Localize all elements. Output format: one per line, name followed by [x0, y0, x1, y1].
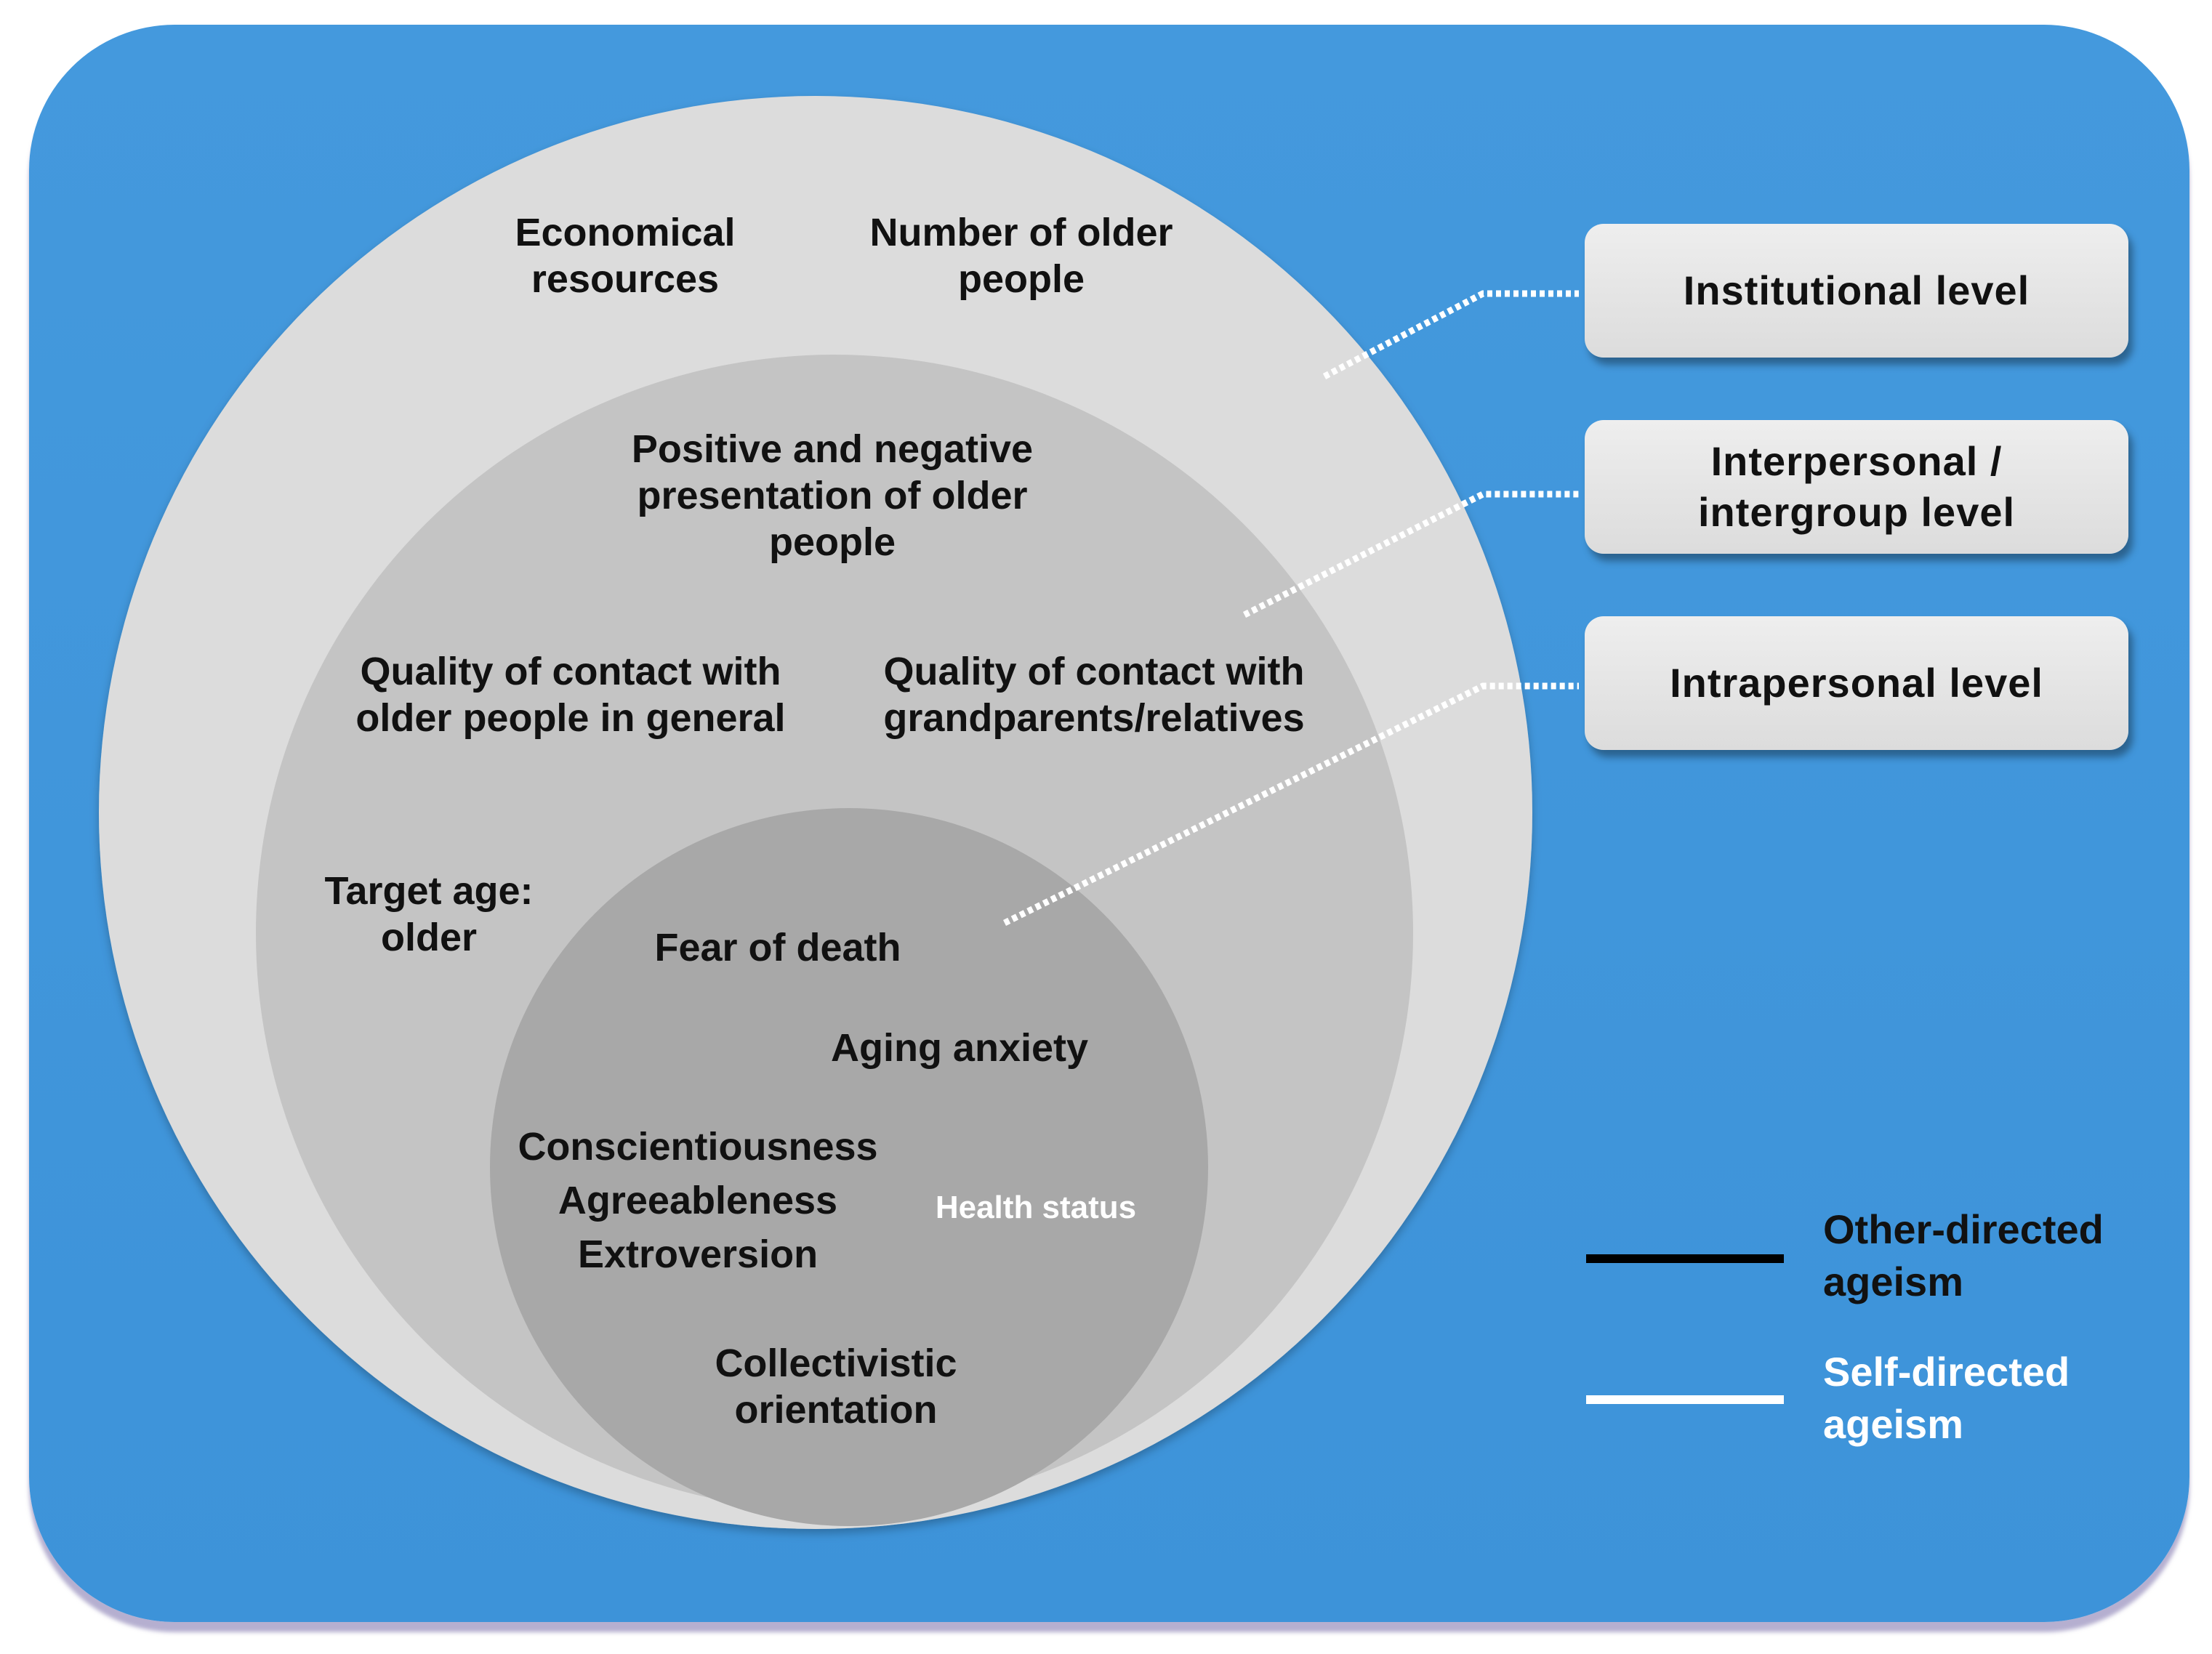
contact-relatives-line1: Quality of contact with	[883, 650, 1305, 693]
collectivistic-line1: Collectivistic	[715, 1342, 957, 1385]
target-age-line2: older	[380, 916, 478, 959]
target-age-label: Target age: older	[305, 868, 552, 961]
intrapersonal-level-label: Intrapersonal level	[1670, 660, 2043, 706]
other-directed-line	[1586, 1254, 1784, 1263]
other-directed-line1: Other-directed	[1823, 1206, 2104, 1252]
economical-line1: Economical	[515, 211, 736, 254]
economical-resources-label: Economical resources	[472, 209, 778, 302]
number-line1: Number of older	[869, 211, 1173, 254]
interpersonal-label-line2: intergroup level	[1697, 489, 2016, 535]
collectivistic-line2: orientation	[734, 1388, 938, 1432]
extroversion-label: Extroversion	[577, 1233, 819, 1276]
institutional-level-label: Institutional level	[1683, 267, 2030, 313]
intrapersonal-level-box: Intrapersonal level	[1585, 616, 2128, 750]
health-status-label: Health status	[935, 1190, 1137, 1225]
conscientiousness-label: Conscientiousness	[518, 1125, 878, 1169]
target-age-line1: Target age:	[324, 869, 534, 913]
number-older-people-label: Number of older people	[836, 209, 1207, 302]
aging-anxiety-label: Aging anxiety	[830, 1026, 1089, 1070]
intrapersonal-circle	[490, 808, 1208, 1526]
intrapersonal-connector	[1003, 682, 1579, 927]
presentation-label: Positive and negative presentation of ol…	[596, 426, 1069, 565]
other-directed-label: Other-directed ageism	[1823, 1203, 2104, 1308]
self-directed-line1: Self-directed	[1823, 1349, 2070, 1395]
presentation-line1: Positive and negative	[631, 427, 1034, 471]
interpersonal-level-label: Interpersonal / intergroup level	[1698, 436, 2015, 538]
contact-relatives-line2: grandparents/relatives	[883, 696, 1305, 740]
contact-general-line1: Quality of contact with	[360, 650, 781, 693]
institutional-level-box: Institutional level	[1585, 224, 2128, 358]
fear-of-death-label: Fear of death	[654, 926, 901, 969]
presentation-line3: people	[768, 520, 896, 564]
self-directed-label: Self-directed ageism	[1823, 1346, 2070, 1451]
interpersonal-label-line1: Interpersonal /	[1710, 438, 2003, 484]
other-directed-line2: ageism	[1823, 1259, 1963, 1304]
interpersonal-connector	[1242, 491, 1579, 618]
self-directed-line2: ageism	[1823, 1401, 1963, 1447]
institutional-connector	[1322, 290, 1579, 379]
presentation-line2: presentation of older	[637, 474, 1028, 517]
contact-general-line2: older people in general	[355, 696, 786, 740]
interpersonal-level-box: Interpersonal / intergroup level	[1585, 420, 2128, 554]
contact-relatives-label: Quality of contact with grandparents/rel…	[843, 648, 1345, 741]
contact-general-label: Quality of contact with older people in …	[320, 648, 821, 741]
economical-line2: resources	[531, 257, 720, 301]
agreeableness-label: Agreeableness	[558, 1179, 838, 1222]
collectivistic-orientation-label: Collectivistic orientation	[676, 1340, 996, 1433]
number-line2: people	[957, 257, 1085, 301]
self-directed-line	[1586, 1395, 1784, 1404]
